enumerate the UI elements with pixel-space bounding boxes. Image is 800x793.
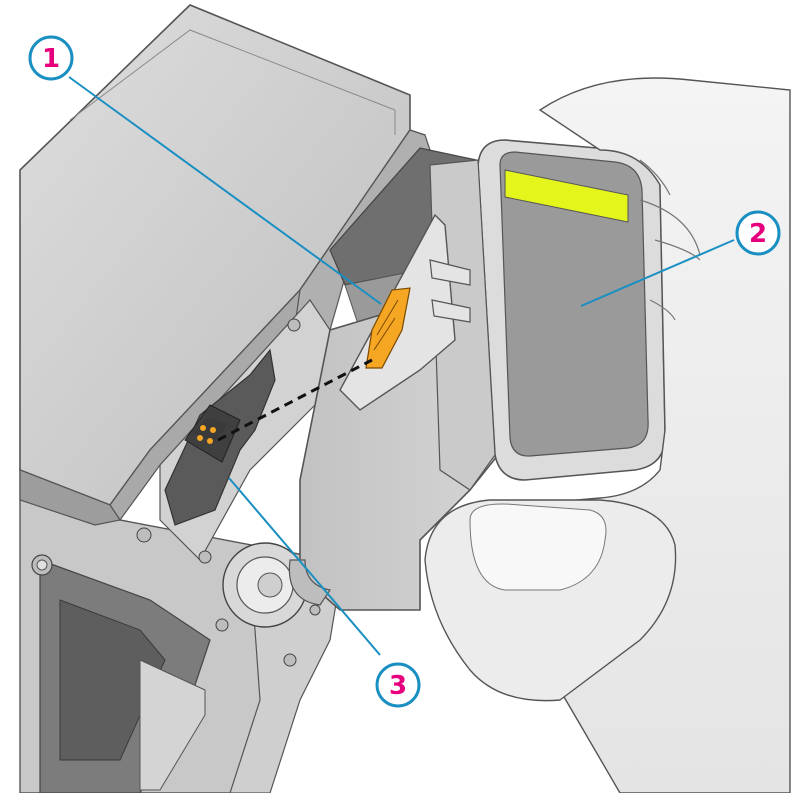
callout-number-1: 1: [42, 44, 60, 74]
leader-lines: [68, 76, 735, 656]
ink-cartridge-label: [499, 151, 649, 457]
leader-line-3: [228, 477, 381, 656]
printer-contacts: [192, 418, 228, 444]
leader-line-2: [580, 239, 735, 307]
leader-line-1: [68, 76, 382, 305]
callout-number-2: 2: [749, 219, 767, 249]
ink-cartridge: [288, 139, 666, 611]
callout-number-3: 3: [389, 671, 407, 701]
printer-body: [19, 4, 501, 793]
callout-2: 2: [735, 210, 781, 256]
hand: [424, 77, 791, 793]
yellow-color-strip: [504, 169, 629, 223]
callout-3: 3: [375, 662, 421, 708]
callout-1: 1: [28, 35, 74, 81]
